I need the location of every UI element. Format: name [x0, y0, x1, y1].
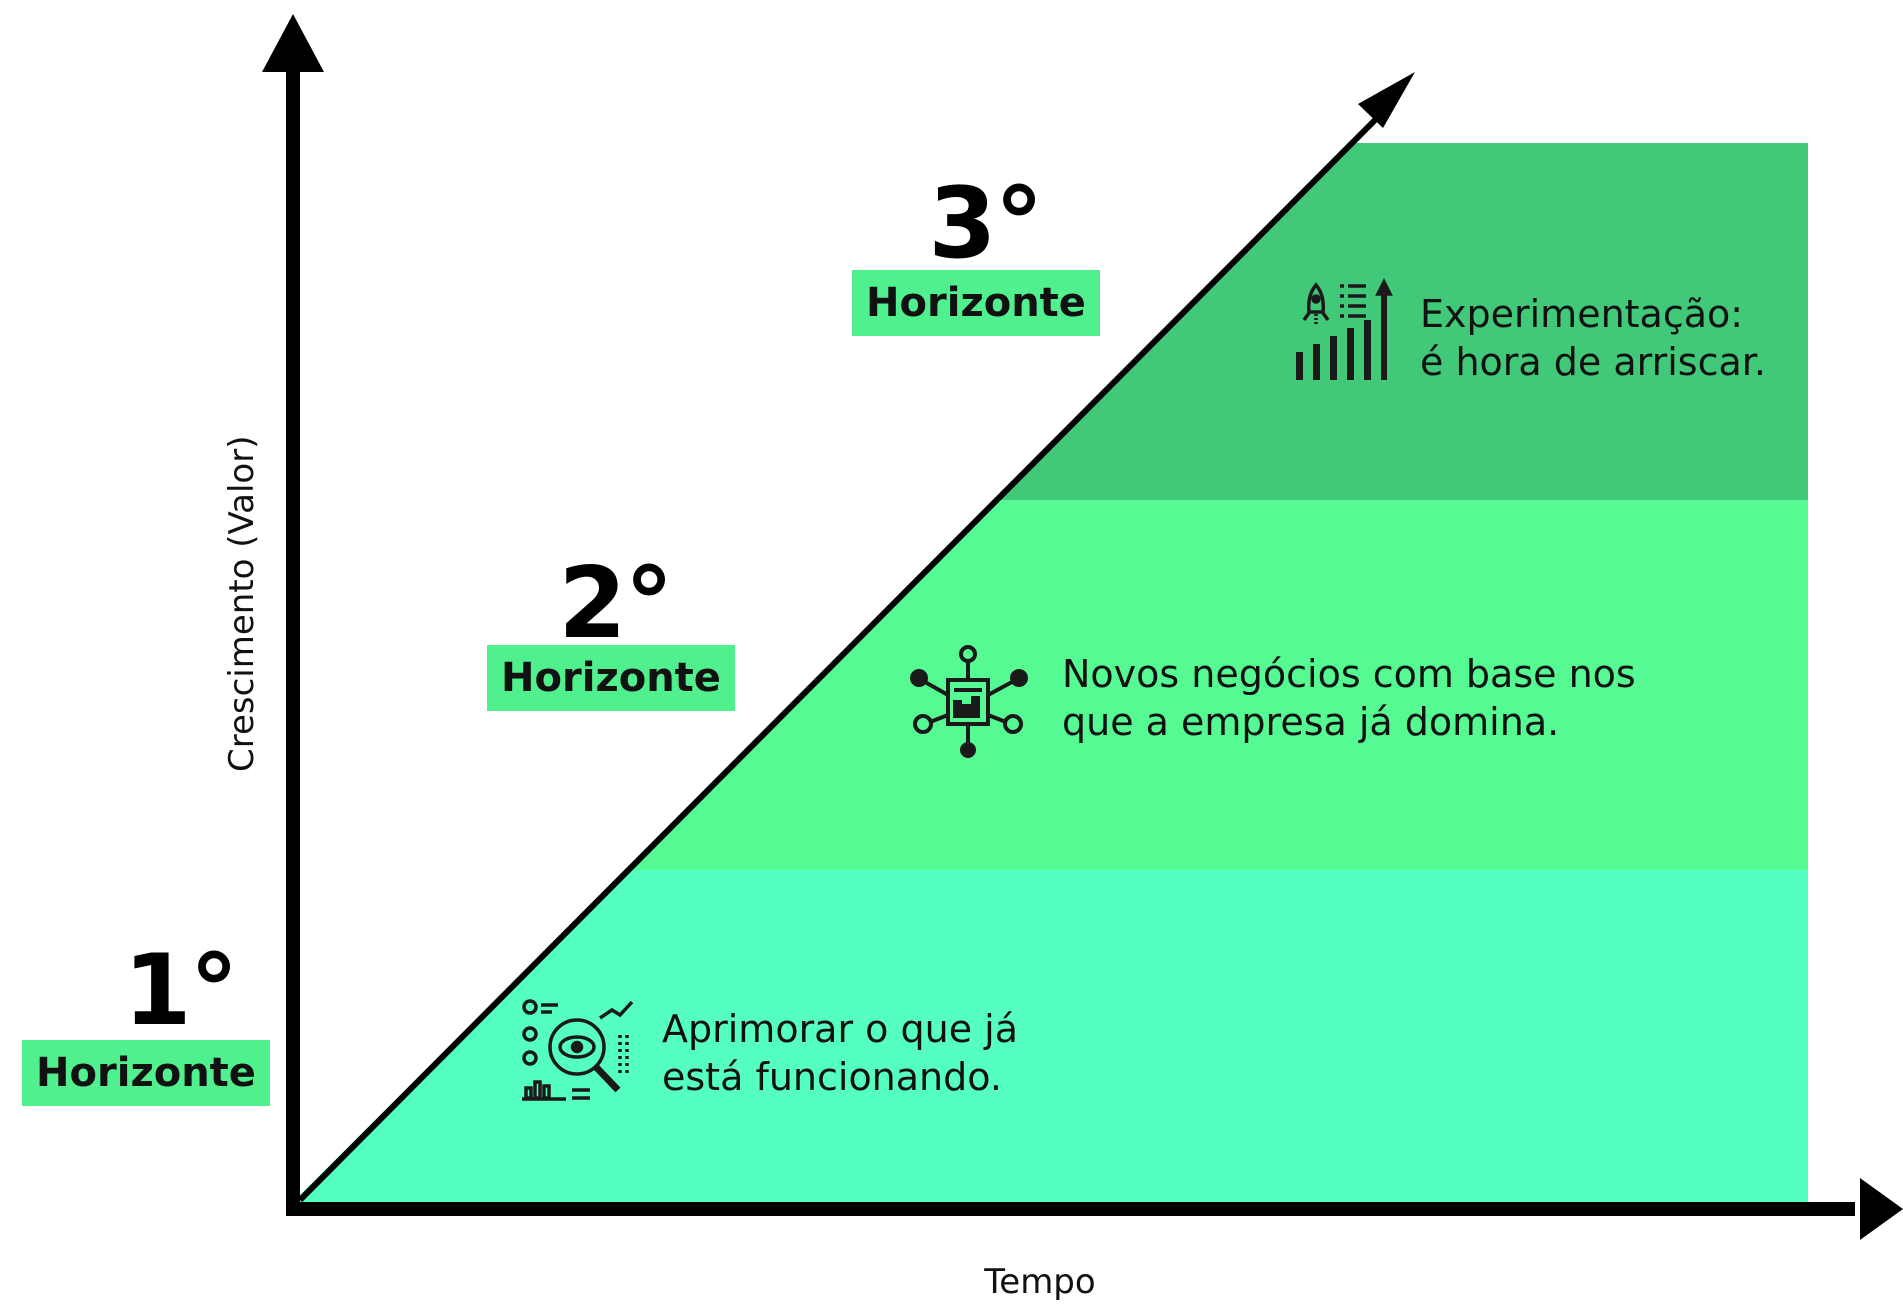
horizon-1-tag: Horizonte — [22, 1040, 270, 1106]
network-hub-chart-icon — [910, 645, 1028, 758]
horizon-2-ordinal: 2° — [558, 547, 673, 661]
y-axis-label: Crescimento (Valor) — [222, 435, 262, 772]
analytics-magnifier-eye-icon — [522, 999, 634, 1101]
horizon-1-ordinal: 1° — [123, 934, 238, 1048]
rocket-growth-bars-icon — [1296, 278, 1393, 380]
horizon-3-description: Experimentação: é hora de arriscar. — [1420, 292, 1766, 384]
horizon-1-description: Aprimorar o que já está funcionando. — [662, 1007, 1019, 1099]
horizon-3-ordinal: 3° — [928, 167, 1043, 281]
horizon-3-tag: Horizonte — [852, 270, 1100, 336]
growth-diagonal-line — [297, 107, 1388, 1203]
horizon-2-tag: Horizonte — [487, 645, 735, 711]
growth-arrowhead — [1358, 72, 1415, 128]
x-axis-arrowhead — [1860, 1178, 1903, 1240]
horizon-2-description: Novos negócios com base nos que a empres… — [1062, 652, 1636, 744]
y-axis-arrowhead — [262, 14, 324, 72]
x-axis-label: Tempo — [984, 1262, 1096, 1302]
